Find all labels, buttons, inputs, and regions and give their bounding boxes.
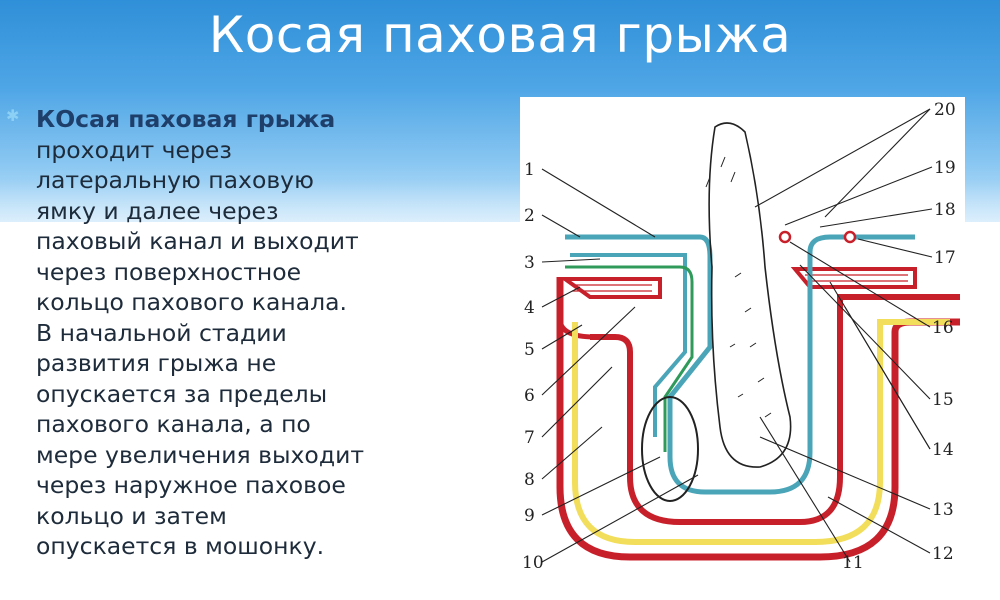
label-17: 17 xyxy=(934,248,956,268)
body-line: ямку и далее через xyxy=(36,196,279,225)
slide-title: Косая паховая грыжа xyxy=(208,6,792,64)
body-lead: КОсая паховая грыжа xyxy=(36,105,336,133)
leader-lines-right xyxy=(754,108,933,563)
muscle-band-left-stripes xyxy=(572,284,652,292)
body-line: кольцо и затем xyxy=(36,501,227,530)
yellow-layer xyxy=(572,319,950,545)
body-text: КОсая паховая грыжа проходит через латер… xyxy=(36,104,436,562)
vessel-dot xyxy=(843,230,857,244)
label-15: 15 xyxy=(932,390,954,410)
leader-lines-left xyxy=(541,168,699,563)
label-9: 9 xyxy=(524,506,535,526)
label-14: 14 xyxy=(932,440,954,460)
vessel-dot xyxy=(778,230,792,244)
body-line: развития грыжа не xyxy=(36,349,277,377)
label-13: 13 xyxy=(932,500,954,520)
green-layer xyxy=(565,265,694,452)
body-line: паховый канал и выходит xyxy=(36,227,359,255)
label-18: 18 xyxy=(934,200,956,220)
muscle-band-right-stripes xyxy=(805,274,908,282)
label-2: 2 xyxy=(524,206,535,226)
body-line: латеральную паховую xyxy=(36,166,314,194)
hernia-diagram-svg: 1 2 3 4 5 6 7 8 9 10 20 19 18 17 16 15 1… xyxy=(522,100,960,573)
label-5: 5 xyxy=(524,340,535,360)
label-1: 1 xyxy=(524,160,535,180)
body-line: кольцо пахового канала. xyxy=(36,288,348,316)
outer-red-layer-top xyxy=(557,277,615,340)
body-line: мере увеличения выходит xyxy=(36,440,365,469)
outer-red-layer xyxy=(556,277,960,561)
label-6: 6 xyxy=(524,386,535,406)
label-4: 4 xyxy=(524,298,535,318)
hernial-sac xyxy=(708,122,792,468)
body-line: через поверхностное xyxy=(36,257,302,286)
label-7: 7 xyxy=(524,428,535,448)
sac-hatching xyxy=(705,156,772,418)
label-20: 20 xyxy=(934,100,956,120)
body-line: В начальной стадии xyxy=(36,318,287,347)
body-line: пахового канала, а по xyxy=(36,410,311,438)
label-11: 11 xyxy=(842,553,864,573)
label-12: 12 xyxy=(932,544,954,564)
body-line: проходит через xyxy=(36,135,232,164)
red-layer-inner xyxy=(590,294,960,525)
hernia-diagram: 1 2 3 4 5 6 7 8 9 10 20 19 18 17 16 15 1… xyxy=(520,97,965,577)
body-line: через наружное паховое xyxy=(36,471,346,499)
label-16: 16 xyxy=(932,318,954,338)
testis xyxy=(641,396,699,502)
label-19: 19 xyxy=(934,158,956,178)
label-10: 10 xyxy=(522,553,544,573)
teal-layer xyxy=(565,234,915,495)
body-line: опускается в мошонку. xyxy=(36,532,325,560)
body-line: опускается за пределы xyxy=(36,379,328,408)
label-3: 3 xyxy=(524,253,535,273)
muscle-band-right xyxy=(790,267,917,289)
bullet-icon: ✱ xyxy=(6,106,20,125)
label-8: 8 xyxy=(524,470,535,490)
